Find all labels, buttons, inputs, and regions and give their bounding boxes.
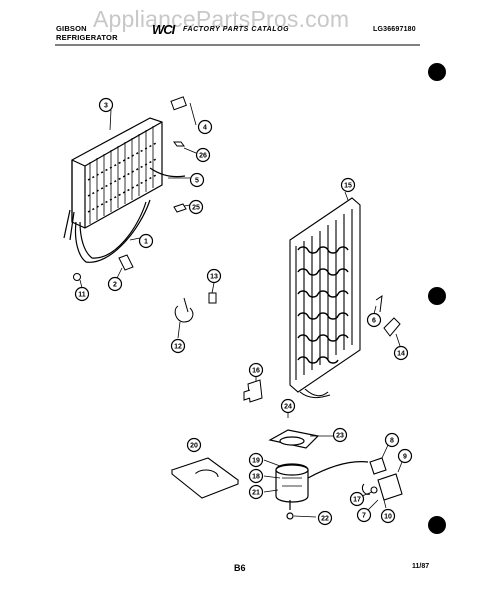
callout-label: 22 — [321, 516, 329, 523]
callout-20: 20 — [186, 437, 202, 453]
callout-8: 8 — [384, 432, 400, 448]
callout-label: 6 — [372, 318, 376, 325]
callout-26: 26 — [195, 147, 211, 163]
callout-label: 8 — [390, 438, 394, 445]
callout-22: 22 — [317, 510, 333, 526]
callout-1: 1 — [138, 233, 154, 249]
callout-5: 5 — [189, 172, 205, 188]
evaporator-drawing — [63, 117, 186, 263]
callout-25: 25 — [188, 199, 204, 215]
callout-label: 17 — [353, 497, 361, 504]
leader-lines — [79, 102, 403, 518]
callout-11: 11 — [74, 286, 90, 302]
callout-13: 13 — [206, 268, 222, 284]
callout-label: 4 — [203, 125, 207, 132]
callout-14: 14 — [393, 345, 409, 361]
callout-label: 20 — [190, 443, 198, 450]
catalog-date: 11/87 — [412, 563, 430, 570]
callout-label: 2 — [113, 282, 117, 289]
callout-label: 16 — [252, 368, 260, 375]
callout-label: 15 — [344, 183, 352, 190]
callout-bubbles: 1234567891011121314151617181920212223242… — [74, 97, 413, 526]
page-number: B6 — [234, 563, 246, 573]
callout-label: 5 — [195, 178, 199, 185]
callout-6: 6 — [366, 312, 382, 328]
catalog-title: FACTORY PARTS CATALOG — [183, 26, 290, 33]
condenser-coil-drawing — [289, 197, 361, 399]
callout-label: 12 — [174, 344, 182, 351]
relay-overload-drawing — [361, 457, 403, 501]
callout-4: 4 — [197, 119, 213, 135]
callout-label: 11 — [78, 292, 86, 299]
callout-10: 10 — [380, 508, 396, 524]
callout-17: 17 — [349, 491, 365, 507]
callout-2: 2 — [107, 276, 123, 292]
callout-label: 7 — [362, 513, 366, 520]
model-number: LG36697180 — [373, 26, 416, 33]
callout-label: 23 — [336, 433, 344, 440]
callout-3: 3 — [98, 97, 114, 113]
callout-23: 23 — [332, 427, 348, 443]
bracket-drawing — [243, 379, 263, 403]
callout-15: 15 — [340, 177, 356, 193]
callout-label: 13 — [210, 274, 218, 281]
callout-label: 14 — [397, 351, 405, 358]
callout-label: 26 — [199, 153, 207, 160]
callout-label: 24 — [284, 404, 292, 411]
callout-label: 10 — [384, 514, 392, 521]
callout-label: 25 — [192, 205, 200, 212]
callout-19: 19 — [248, 452, 264, 468]
binder-hole-icon — [428, 63, 446, 81]
small-parts-right — [375, 294, 401, 337]
small-parts-left — [73, 96, 217, 323]
callout-9: 9 — [397, 448, 413, 464]
compressor-drawing — [268, 404, 369, 520]
callout-24: 24 — [280, 398, 296, 414]
callout-label: 19 — [252, 458, 260, 465]
wci-logo: WCI — [152, 22, 175, 37]
callout-label: 18 — [252, 474, 260, 481]
watermark: AppliancePartsPros.com — [93, 6, 350, 32]
callout-label: 1 — [144, 239, 148, 246]
callout-label: 9 — [403, 454, 407, 461]
callout-21: 21 — [248, 484, 264, 500]
binder-hole-icon — [428, 516, 446, 534]
callout-18: 18 — [248, 468, 264, 484]
brand-line-2: REFRIGERATOR — [56, 33, 118, 42]
brand-line-1: GIBSON — [56, 24, 87, 33]
callout-16: 16 — [248, 362, 264, 378]
callout-label: 3 — [104, 103, 108, 110]
callout-7: 7 — [356, 507, 372, 523]
callout-label: 21 — [252, 490, 260, 497]
base-plate-drawing — [170, 457, 240, 499]
callout-12: 12 — [170, 338, 186, 354]
binder-hole-icon — [428, 287, 446, 305]
brand-block: GIBSON REFRIGERATOR — [56, 24, 118, 42]
